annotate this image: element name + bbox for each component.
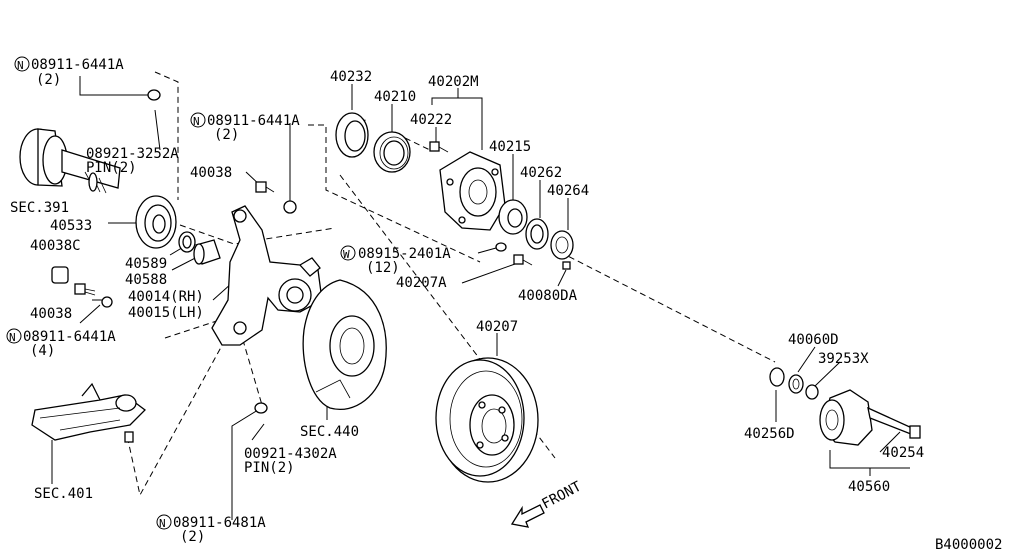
front-direction-arrow: FRONT: [510, 478, 585, 528]
label-washer: 08915-2401A: [358, 246, 451, 262]
label-nut-bottom-qty: (2): [180, 529, 205, 545]
label-nut-top-qty: (2): [36, 72, 61, 88]
lower-arm-sec401: [31, 382, 146, 443]
label-sec440: SEC.440: [300, 424, 359, 440]
nut-marker-icon: [6, 328, 22, 344]
backing-plate-sec440: [302, 279, 387, 410]
washer-small: [495, 242, 507, 252]
label-40038-left: 40038: [30, 306, 72, 322]
nut-mid: [283, 200, 297, 214]
nut-marker: N: [159, 517, 166, 530]
diagram-code: B4000002: [935, 537, 1002, 553]
label-washer-qty: (12): [366, 260, 400, 276]
label-40038-top: 40038: [190, 165, 232, 181]
part-40080da-screw: [562, 261, 571, 270]
part-40207a-bolt: [513, 254, 533, 266]
knuckle-40014: [211, 205, 323, 346]
part-40264-lock: [550, 230, 574, 260]
label-40038c: 40038C: [30, 238, 81, 254]
nut-marker-icon: [190, 112, 206, 128]
label-40014: 40014(RH): [128, 289, 204, 305]
part-40222-bolt: [429, 141, 449, 153]
part-40232-seal: [335, 112, 369, 158]
label-40256d: 40256D: [744, 426, 795, 442]
label-40588: 40588: [125, 272, 167, 288]
label-40560: 40560: [848, 479, 890, 495]
part-40588-bushing: [193, 239, 221, 265]
label-40264: 40264: [547, 183, 589, 199]
label-40060d: 40060D: [788, 332, 839, 348]
nut-marker-icon: [156, 514, 172, 530]
label-40210: 40210: [374, 89, 416, 105]
nut-top-left: [147, 89, 161, 101]
label-40262: 40262: [520, 165, 562, 181]
part-40533-seal: [135, 195, 177, 249]
label-40015: 40015(LH): [128, 305, 204, 321]
nut-marker-icon: [14, 56, 30, 72]
label-pin-top: 08921-3252A: [86, 146, 179, 162]
part-40215-bearing: [498, 199, 528, 235]
label-sec391: SEC.391: [10, 200, 69, 216]
part-40262-washer: [525, 218, 549, 250]
part-40210-bearing: [373, 131, 411, 173]
label-nut-mid: 08911-6441A: [207, 113, 300, 129]
label-nut-top: 08911-6441A: [31, 57, 124, 73]
drive-shaft-sec391: [19, 128, 121, 194]
label-40232: 40232: [330, 69, 372, 85]
part-40038-bolt-left: [74, 283, 96, 296]
washer-marker: W: [343, 248, 350, 261]
label-40533: 40533: [50, 218, 92, 234]
nut-marker: N: [193, 115, 200, 128]
nut-marker: N: [17, 59, 24, 72]
nut-small-left: [101, 296, 113, 308]
label-40207: 40207: [476, 319, 518, 335]
label-40254: 40254: [882, 445, 924, 461]
part-labels: N 08911-6441A (2) 08921-3252A PIN(2) SEC…: [6, 56, 1002, 553]
label-40215: 40215: [489, 139, 531, 155]
label-40080da: 40080DA: [518, 288, 578, 304]
part-40589-ring: [178, 231, 196, 253]
label-39253x: 39253X: [818, 351, 869, 367]
part-40202m-hub: [439, 151, 506, 231]
label-nut-bottom: 08911-6481A: [173, 515, 266, 531]
nut-bottom: [254, 402, 268, 414]
label-pin-top-qty: PIN(2): [86, 160, 137, 176]
washer-marker-icon: [340, 245, 356, 261]
rotor-40207: [435, 357, 539, 483]
part-40038c-cap: [51, 266, 69, 284]
label-nut-mid-qty: (2): [214, 127, 239, 143]
label-40202m: 40202M: [428, 74, 479, 90]
nut-marker: N: [9, 331, 16, 344]
label-40589: 40589: [125, 256, 167, 272]
right-hub-parts: [769, 367, 819, 400]
part-40038-bolt-top: [255, 181, 275, 193]
leader-lines: [51, 71, 910, 520]
part-40560-hub-lock: [819, 389, 921, 446]
label-40207a: 40207A: [396, 275, 447, 291]
label-nut-left-qty: (4): [30, 343, 55, 359]
label-40222: 40222: [410, 112, 452, 128]
front-arrow-icon: [510, 504, 545, 528]
label-nut-left: 08911-6441A: [23, 329, 116, 345]
label-pin-bottom-qty: PIN(2): [244, 460, 295, 476]
label-sec401: SEC.401: [34, 486, 93, 502]
label-front: FRONT: [539, 478, 584, 512]
label-pin-bottom: 00921-4302A: [244, 446, 337, 462]
